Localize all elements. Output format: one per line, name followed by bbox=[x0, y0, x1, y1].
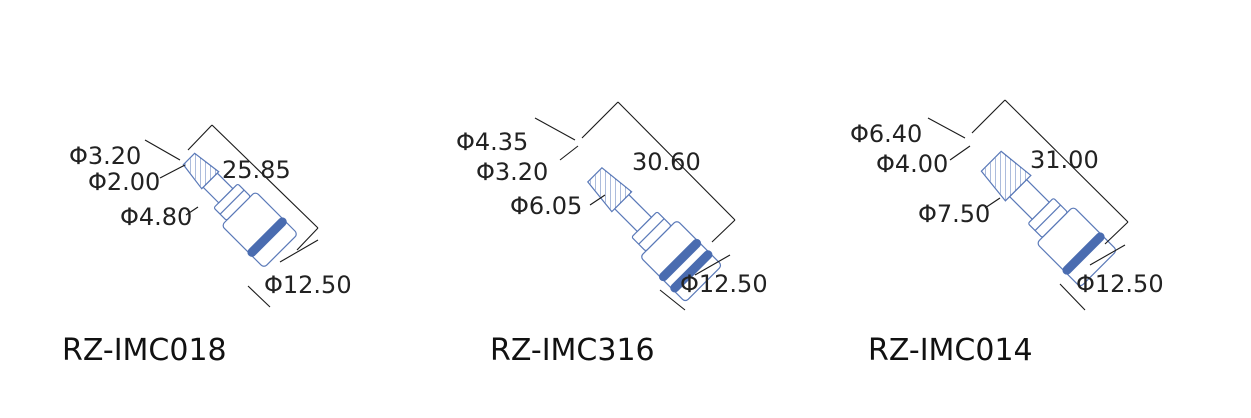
part-1-neck-label: Φ4.80 bbox=[120, 203, 192, 231]
part-2-length-label: 30.60 bbox=[632, 148, 701, 176]
part-2-neck-label: Φ6.05 bbox=[510, 192, 582, 220]
part-1-base-label: Φ12.50 bbox=[264, 271, 352, 299]
part-1-dimension-lines bbox=[144, 124, 319, 308]
part-1-model-label: RZ-IMC018 bbox=[62, 333, 227, 368]
part-2-model-label: RZ-IMC316 bbox=[490, 333, 655, 368]
part-3-neck-label: Φ7.50 bbox=[918, 200, 990, 228]
part-3-tip-inner-label: Φ4.00 bbox=[876, 150, 948, 178]
part-2: Φ4.35 Φ3.20 30.60 Φ6.05 Φ12.50 RZ-IMC316 bbox=[456, 101, 768, 368]
part-1-length-label: 25.85 bbox=[222, 156, 291, 184]
part-1-tip-outer-label: Φ3.20 bbox=[69, 142, 141, 170]
part-2-tip-inner-label: Φ3.20 bbox=[476, 158, 548, 186]
part-1: Φ3.20 Φ2.00 25.85 Φ4.80 Φ12.50 RZ-IMC018 bbox=[62, 124, 352, 368]
part-2-oring-1 bbox=[658, 238, 702, 282]
part-3: Φ6.40 Φ4.00 31.00 Φ7.50 Φ12.50 RZ-IMC014 bbox=[850, 99, 1164, 368]
part-2-nozzle bbox=[586, 166, 722, 302]
part-3-base-label: Φ12.50 bbox=[1076, 270, 1164, 298]
part-3-dimension-lines bbox=[927, 99, 1129, 311]
part-1-oring bbox=[247, 217, 287, 257]
part-3-model-label: RZ-IMC014 bbox=[868, 333, 1033, 368]
part-3-oring bbox=[1062, 232, 1105, 275]
part-3-tip-outer-label: Φ6.40 bbox=[850, 120, 922, 148]
part-2-tip-outer-label: Φ4.35 bbox=[456, 128, 528, 156]
part-1-tip-inner-label: Φ2.00 bbox=[88, 168, 160, 196]
part-2-dimension-lines bbox=[534, 101, 736, 311]
part-3-nozzle bbox=[980, 150, 1117, 287]
part-2-oring-2 bbox=[670, 250, 713, 293]
part-3-length-label: 31.00 bbox=[1030, 146, 1099, 174]
part-2-base-label: Φ12.50 bbox=[680, 270, 768, 298]
part-1-nozzle bbox=[182, 152, 297, 267]
